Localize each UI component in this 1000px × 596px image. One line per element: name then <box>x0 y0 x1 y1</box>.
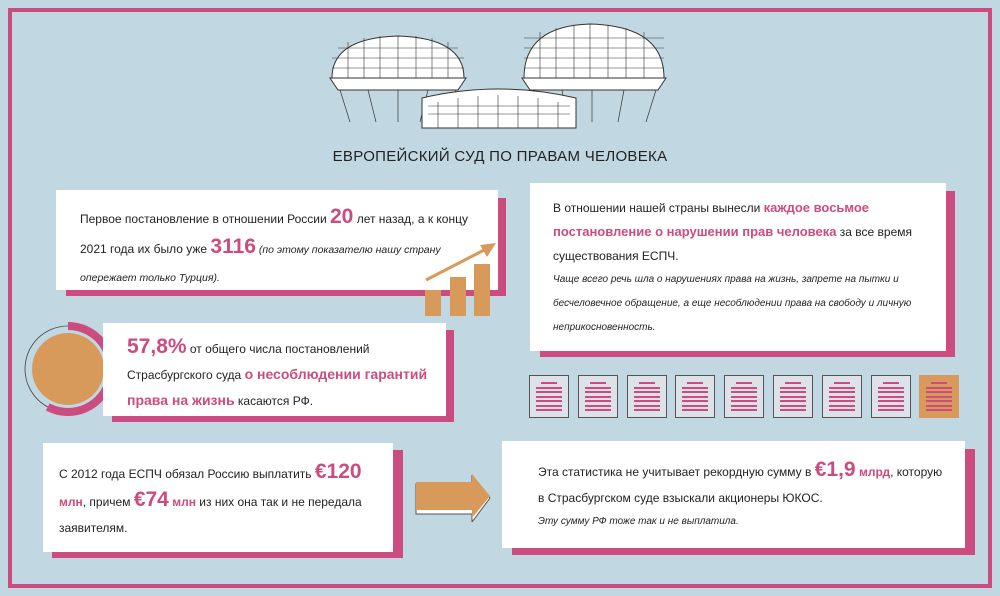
text: лет назад, а к концу 2021 года их было у… <box>80 212 468 256</box>
rulings-count: 3116 <box>210 235 256 258</box>
text: , которую в Страсбургском суде взыскали … <box>538 465 943 505</box>
note: Эту сумму РФ тоже так и не выплатила. <box>538 516 739 527</box>
percentage: 57,8% <box>127 335 187 358</box>
document-icon <box>675 375 716 418</box>
document-icon <box>577 375 618 418</box>
text: Первое постановление в отношении России <box>80 212 330 226</box>
percentage-ring-icon <box>24 322 112 416</box>
document-icon <box>870 375 911 418</box>
frame <box>8 8 992 588</box>
page-title: ЕВРОПЕЙСКИЙ СУД ПО ПРАВАМ ЧЕЛОВЕКА <box>332 148 668 165</box>
document-icon <box>724 375 765 418</box>
growth-chart-icon <box>425 243 496 316</box>
note: (по этому показателю нашу страну опережа… <box>80 244 441 284</box>
amount: €120 <box>314 460 362 483</box>
card-right-to-life: 57,8% от общего числа постановлений Стра… <box>103 323 446 416</box>
card-yukos: Эта статистика не учитывает рекордную су… <box>502 441 965 548</box>
court-building-icon <box>329 23 667 129</box>
document-icon <box>821 375 862 418</box>
unit: млн <box>168 495 196 509</box>
highlight: каждое восьмое постановление о нарушении… <box>553 200 870 239</box>
card-compensation: С 2012 года ЕСПЧ обязал Россию выплатить… <box>43 443 393 552</box>
text: за все время существования ЕСПЧ. <box>553 225 912 263</box>
text: из них она так и не передала заявителям. <box>59 495 362 535</box>
text: касаются РФ. <box>234 394 314 408</box>
text: от общего числа постановлений Страсбургс… <box>127 342 370 382</box>
text: , причем <box>82 495 134 509</box>
card-first-ruling: Первое постановление в отношении России … <box>56 190 498 290</box>
amount: €1,9 <box>814 458 856 481</box>
document-icon <box>773 375 813 418</box>
unit: млн <box>59 495 83 509</box>
document-icon <box>626 375 667 418</box>
card-every-eighth: В отношении нашей страны вынесли каждое … <box>530 183 946 351</box>
unit: млрд <box>855 465 891 479</box>
arrow-right-icon <box>415 474 491 522</box>
amount: €74 <box>133 488 169 511</box>
note: Чаще всего речь шла о нарушениях права н… <box>553 274 912 333</box>
document-icon <box>529 375 569 418</box>
document-icon-highlighted <box>919 375 960 418</box>
text: С 2012 года ЕСПЧ обязал Россию выплатить <box>59 467 315 481</box>
years-count: 20 <box>330 205 354 228</box>
text: Эта статистика не учитывает рекордную су… <box>538 465 815 479</box>
highlight: о несоблюдении гарантий права на жизнь <box>127 366 428 408</box>
text: В отношении нашей страны вынесли <box>553 201 764 215</box>
